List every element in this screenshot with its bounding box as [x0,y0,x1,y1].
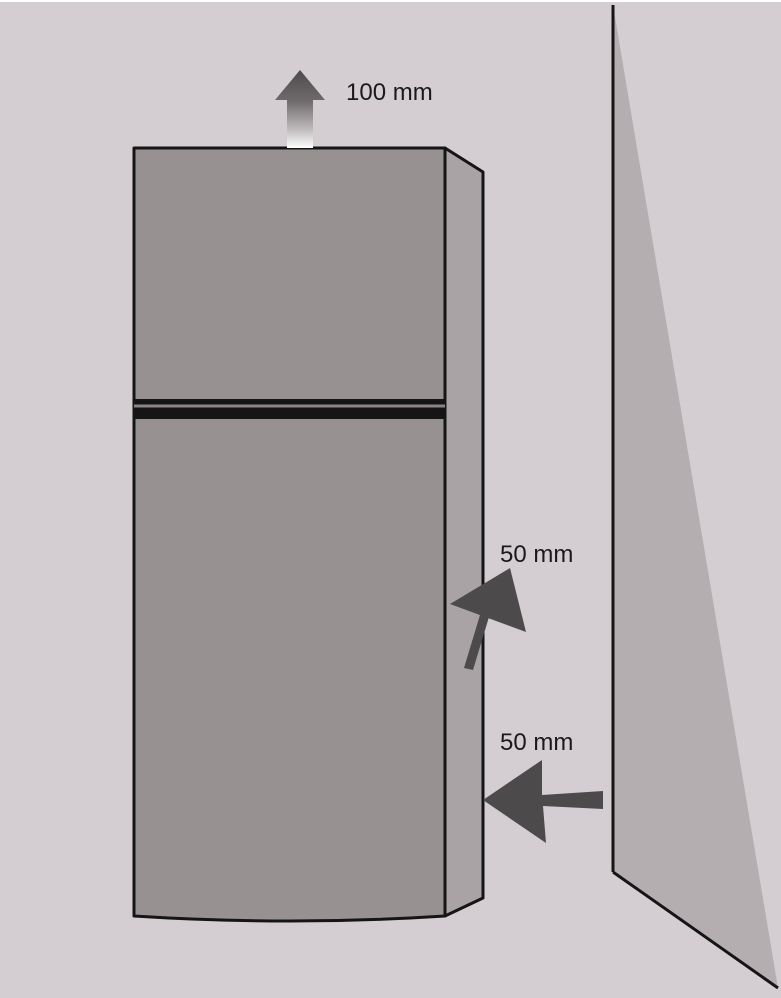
back-clearance-arrow [450,568,526,670]
freezer-divider [134,399,445,419]
back-clearance-label: 50 mm [500,541,573,568]
refrigerator [132,146,485,923]
fridge-side-panel [443,146,485,918]
side-clearance-label: 50 mm [500,729,573,756]
wall-edge-floor [612,870,779,990]
fridge-front [132,146,447,923]
top-clearance-label: 100 mm [346,79,433,106]
wall-panel [613,5,778,988]
side-clearance-arrow [483,760,603,843]
top-clearance-arrow [275,70,325,148]
